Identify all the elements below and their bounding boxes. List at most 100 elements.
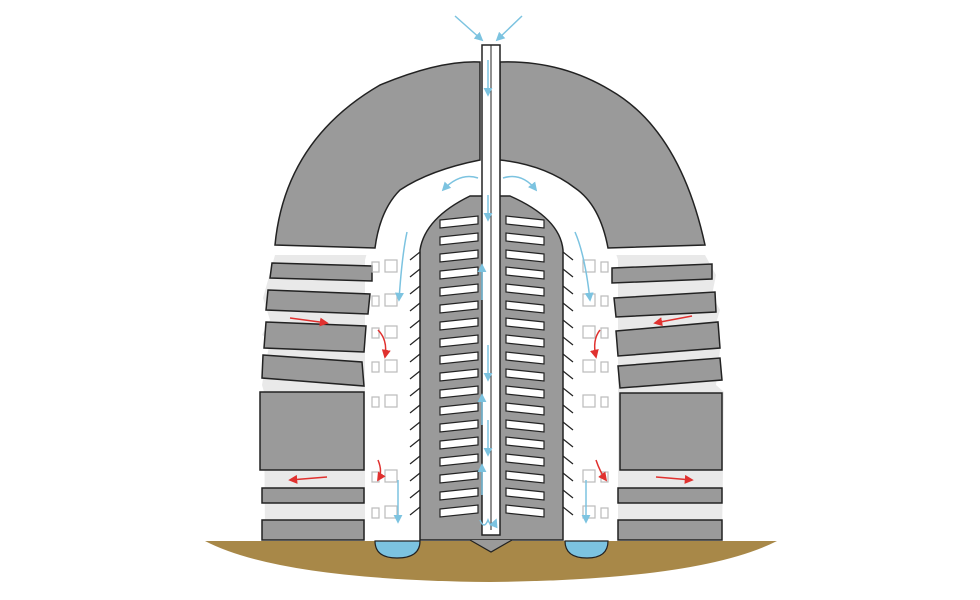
core-slot <box>439 368 479 382</box>
core-slot <box>505 351 545 365</box>
core-slot <box>439 266 479 280</box>
vent-box <box>384 325 398 339</box>
core-spike <box>409 370 421 380</box>
vent-box <box>371 361 380 373</box>
core-slot <box>439 453 479 467</box>
vent-box <box>600 396 609 408</box>
core-spike <box>409 387 421 397</box>
vent-box <box>384 359 398 373</box>
core-slot <box>439 487 479 501</box>
vent-box <box>371 327 380 339</box>
arrow-red <box>288 474 328 484</box>
core-slot <box>505 249 545 263</box>
core-slot <box>439 317 479 331</box>
slab <box>261 487 365 504</box>
core-spike <box>409 489 421 499</box>
arrow-blue <box>502 175 538 192</box>
core-spike <box>562 319 574 329</box>
core-spike <box>562 489 574 499</box>
core-spike <box>562 251 574 261</box>
core-spike <box>409 336 421 346</box>
arrow-blue <box>479 517 498 529</box>
core-slots <box>439 215 545 518</box>
arrow-blue <box>454 15 484 42</box>
core-slot <box>505 470 545 484</box>
core-spike <box>562 438 574 448</box>
core-slot <box>505 368 545 382</box>
arrow-blue <box>574 231 594 302</box>
core-spike <box>562 302 574 312</box>
dome-wall-left <box>274 61 481 249</box>
water-pool-left <box>374 540 421 559</box>
core-spike <box>562 472 574 482</box>
left-slabs <box>259 262 373 541</box>
slab <box>619 392 723 471</box>
arrow-red <box>653 315 693 327</box>
core-spike <box>562 455 574 465</box>
core-spike <box>562 506 574 516</box>
dome-wall-right <box>499 61 706 249</box>
core-slot <box>439 436 479 450</box>
vent-box <box>600 261 609 273</box>
core-slot <box>505 215 545 229</box>
core-slot <box>505 385 545 399</box>
core-spike <box>409 251 421 261</box>
shaft-bottom-tip <box>469 539 513 553</box>
slab <box>269 262 373 282</box>
core-slot <box>439 232 479 246</box>
slab <box>261 519 365 541</box>
slab <box>263 321 367 353</box>
slab <box>615 321 721 357</box>
core-slot <box>439 283 479 297</box>
core-slot <box>439 504 479 518</box>
arrow-blue <box>495 15 523 42</box>
core-slot <box>505 300 545 314</box>
slab <box>265 289 371 315</box>
arrow-blue <box>394 231 408 302</box>
core-slot <box>439 334 479 348</box>
core-spike <box>562 404 574 414</box>
core-spike <box>562 353 574 363</box>
warm-air-arrows <box>288 315 694 484</box>
vent-box <box>582 325 596 339</box>
core-slot <box>505 402 545 416</box>
slab <box>617 487 723 504</box>
slab <box>613 291 717 318</box>
vent-box <box>384 259 398 273</box>
arrow-red <box>377 329 391 359</box>
vent-box <box>582 359 596 373</box>
vent-box <box>600 327 609 339</box>
right-slabs <box>611 263 723 541</box>
slab <box>617 357 723 389</box>
core-spike <box>409 455 421 465</box>
core-spike <box>409 438 421 448</box>
core-spike <box>562 387 574 397</box>
vent-box <box>600 507 609 519</box>
core-slot <box>505 453 545 467</box>
vent-box <box>582 469 596 483</box>
core-spike <box>562 336 574 346</box>
core-slot <box>505 419 545 433</box>
core-spike <box>409 506 421 516</box>
vent-box <box>582 394 596 408</box>
vent-box <box>582 259 596 273</box>
core-spike <box>562 285 574 295</box>
cool-air-arrows <box>393 15 594 529</box>
vent-box <box>371 295 380 307</box>
core-spike <box>562 421 574 431</box>
core-spike <box>409 285 421 295</box>
vent-box <box>384 505 398 519</box>
core-slot <box>439 470 479 484</box>
core-slot <box>505 487 545 501</box>
arrow-red <box>595 459 608 482</box>
core-spike <box>562 268 574 278</box>
core-slot <box>505 504 545 518</box>
core-slot <box>439 215 479 229</box>
arrow-red <box>289 317 329 327</box>
core-spike <box>409 302 421 312</box>
core-slot <box>505 334 545 348</box>
vent-box <box>600 295 609 307</box>
arrow-red <box>655 474 694 484</box>
core-slot <box>505 232 545 246</box>
